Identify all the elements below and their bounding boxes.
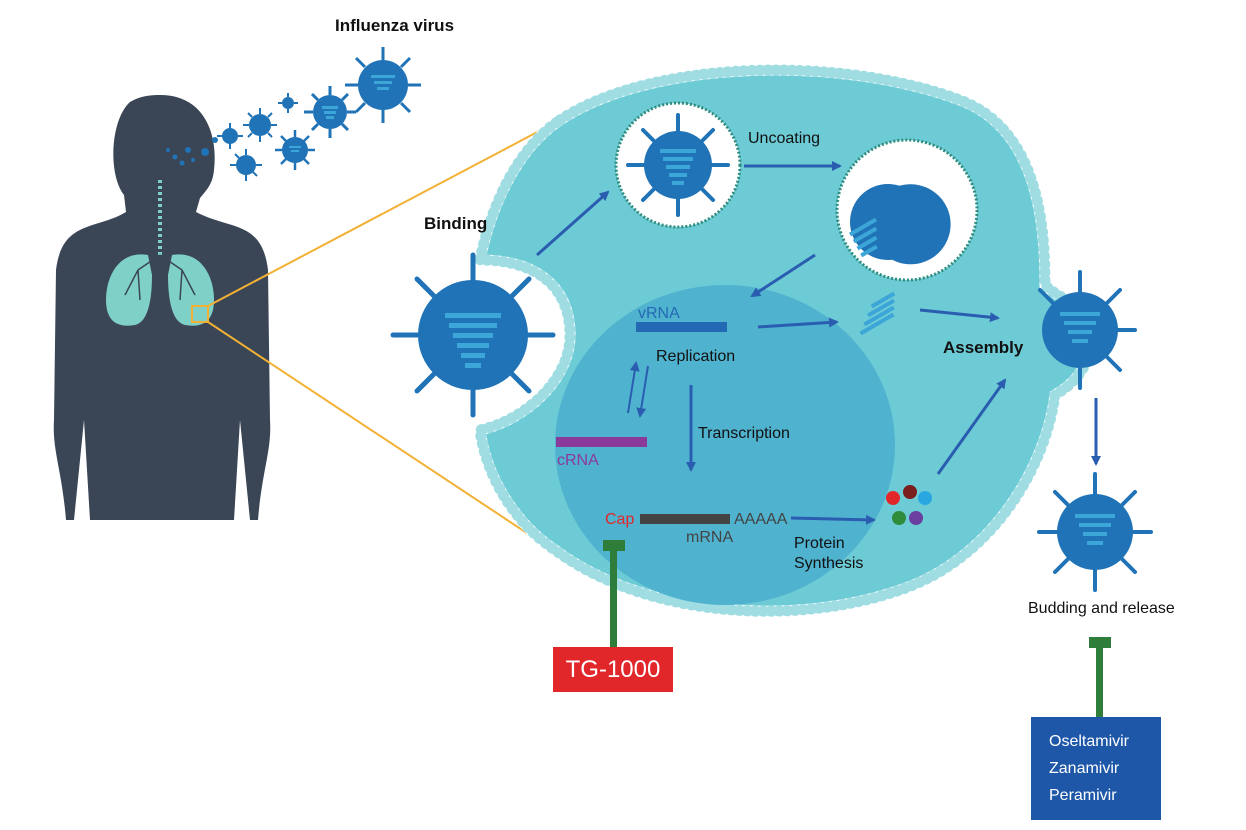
virus-icon — [230, 149, 262, 181]
arrow-replication-up — [627, 361, 640, 414]
airborne-viruses — [201, 47, 421, 181]
neuraminidase-inhibitor-box: Oseltamivir Zanamivir Peramivir — [1031, 717, 1161, 820]
crna-strand — [556, 437, 647, 447]
label-uncoating: Uncoating — [748, 130, 820, 147]
guide-line-top — [207, 119, 561, 307]
arrow-binding-to-endosome — [536, 190, 610, 257]
rnp-fragment — [859, 291, 896, 336]
endosome-virus — [614, 101, 742, 229]
endosome-uncoating — [835, 138, 979, 282]
virus-icon — [217, 123, 243, 149]
arrow-replication-down — [636, 365, 649, 418]
drug-zanamivir: Zanamivir — [1049, 759, 1120, 777]
arrow-protein-synthesis — [790, 514, 876, 525]
process-arrows — [536, 161, 1101, 525]
arrow-proteins-to-assembly — [936, 378, 1007, 475]
virus-icon — [304, 86, 356, 138]
title-influenza-virus: Influenza virus — [335, 16, 454, 35]
label-assembly: Assembly — [943, 338, 1024, 357]
label-transcription: Transcription — [698, 425, 790, 442]
drug-oseltamivir: Oseltamivir — [1049, 732, 1130, 750]
arrow-into-nucleus — [750, 253, 816, 298]
label-mrna: mRNA — [686, 529, 733, 546]
inhibitor-t-icon — [603, 540, 625, 647]
lungs-icon — [106, 180, 214, 326]
virus-icon — [1038, 270, 1137, 390]
label-synthesis: Synthesis — [794, 555, 863, 572]
zoom-square — [191, 305, 209, 323]
arrow-to-assembly — [919, 308, 1000, 323]
virus-icon — [390, 252, 556, 418]
label-budding-release: Budding and release — [1028, 600, 1175, 617]
protein-dots-icon — [886, 485, 932, 525]
virus-icon — [243, 108, 277, 142]
nucleus — [555, 285, 895, 605]
arrow-vrna-export — [757, 317, 839, 329]
label-binding: Binding — [424, 214, 487, 233]
label-cap: Cap — [605, 511, 634, 528]
label-protein: Protein — [794, 535, 845, 552]
tg-1000-inhibitor-box: TG-1000 — [553, 647, 673, 692]
guide-line-bottom — [207, 321, 546, 546]
tg-1000-label: TG-1000 — [565, 655, 661, 683]
virus-icon — [345, 47, 421, 123]
human-silhouette-icon — [53, 95, 271, 520]
aerosol-particles — [166, 147, 195, 166]
mrna-strand — [640, 514, 730, 524]
inhibitor-t-icon — [1089, 637, 1111, 717]
label-polya: AAAAA — [734, 511, 788, 528]
label-vrna: vRNA — [638, 305, 680, 322]
label-crna: cRNA — [557, 452, 599, 469]
drug-peramivir: Peramivir — [1049, 786, 1117, 804]
label-replication: Replication — [656, 348, 735, 365]
virus-icon — [1037, 472, 1153, 592]
virus-icon — [626, 113, 730, 217]
virus-icon — [275, 130, 315, 170]
vrna-strand — [636, 322, 727, 332]
virus-icon — [278, 93, 298, 113]
